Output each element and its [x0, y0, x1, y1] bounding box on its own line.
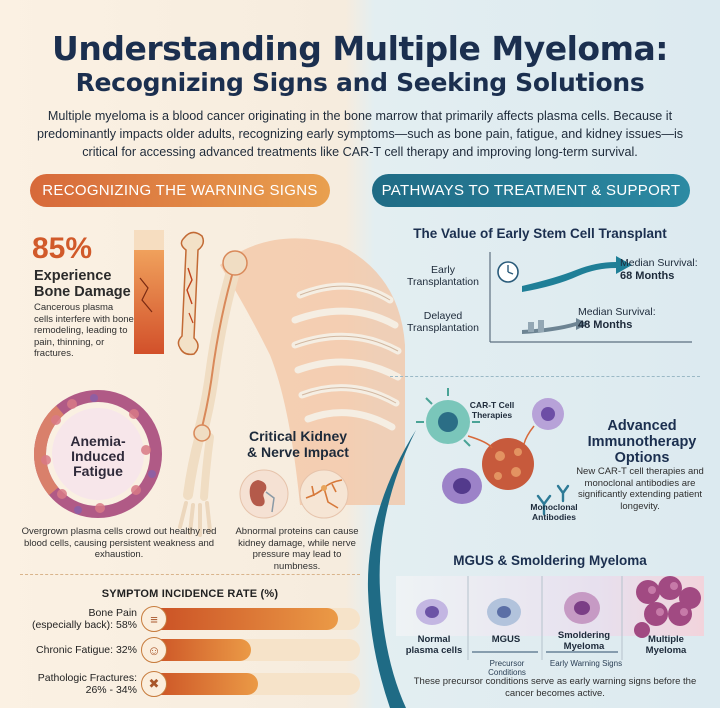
stage-multiple-myeloma: Multiple Myeloma [628, 634, 704, 656]
symptom-label-line-2: (especially back): 58% [31, 619, 137, 631]
title-line-2: Recognizing Signs and Seeking Solutions [75, 68, 645, 97]
anemia-label-line-1: Anemia- [70, 433, 126, 449]
immuno-title-line-2: Immunotherapy [587, 434, 697, 450]
mgus-title: MGUS & Smoldering Myeloma [453, 553, 647, 568]
stage-line-2: plasma cells [405, 645, 463, 656]
delayed-survival-value: 48 Months [578, 318, 633, 331]
stage-line-1: MGUS [491, 634, 521, 645]
delayed-survival: Median Survival: 48 Months [578, 306, 678, 331]
kidney-icon [239, 469, 289, 519]
stage-line-1: Smoldering [557, 630, 611, 641]
early-transplant-label: Early Transplantation [398, 264, 488, 288]
skeleton-arm-illustration [178, 238, 405, 537]
immuno-divider [390, 376, 700, 377]
stage-line-1: Multiple [648, 634, 684, 645]
early-survival-value: 68 Months [620, 269, 675, 282]
early-line-1: Early [431, 264, 455, 276]
symptom-label-line-2: 26% - 34% [85, 684, 137, 696]
immunotherapy-desc: New CAR-T cell therapies and monoclonal … [576, 466, 704, 512]
delayed-transplant-label: Delayed Transplantation [398, 310, 488, 334]
mab-label-line-1: Monoclonal [530, 502, 578, 512]
mgus-footer: These precursor conditions serve as earl… [413, 676, 697, 699]
symptom-label: Chronic Fatigue: 32% [36, 644, 137, 656]
stage-line-1: Normal [417, 634, 451, 645]
warning-signs-header: RECOGNIZING THE WARNING SIGNS [30, 174, 330, 207]
immuno-title-line-3: Options [614, 450, 670, 466]
intro-paragraph: Multiple myeloma is a blood cancer origi… [36, 109, 684, 159]
treatment-header: PATHWAYS TO TREATMENT & SUPPORT [372, 174, 690, 207]
symptom-label: Bone Pain (especially back): 58% [32, 607, 137, 631]
symptom-divider [20, 574, 360, 575]
cart-label-line-1: CAR-T Cell [469, 400, 515, 410]
early-line-2: Transplantation [407, 276, 479, 288]
kidney-nerve-title: Critical Kidney & Nerve Impact [238, 428, 358, 460]
stage-line-2: Myeloma [563, 641, 605, 652]
symptom-chart-heading: SYMPTOM INCIDENCE RATE (%) [101, 588, 279, 600]
anemia-label: Anemia- Induced Fatigue [54, 434, 142, 479]
symptom-label-line-1: Chronic Fatigue: 32% [36, 644, 137, 656]
precursor-label: Precursor Conditions [488, 659, 526, 677]
delayed-line-1: Delayed [423, 310, 463, 322]
symptom-bar-fill [144, 639, 252, 661]
bone-damage-title: Experience Bone Damage [34, 268, 131, 300]
anemia-desc: Overgrown plasma cells crowd out healthy… [21, 526, 217, 560]
bone-cross-section-icon [134, 230, 205, 356]
spine-icon: ≡ [141, 606, 167, 632]
immunotherapy-title: Advanced Immunotherapy Options [580, 418, 704, 466]
symptom-label-line-1: Pathologic Fractures: [37, 672, 137, 684]
symptom-bar-track [144, 639, 360, 661]
delayed-survival-label: Median Survival: [578, 306, 656, 318]
nerve-icon [299, 469, 349, 519]
symptom-row-bone-pain: Bone Pain (especially back): 58% ≡ [0, 606, 370, 633]
stem-cell-title: The Value of Early Stem Cell Transplant [413, 226, 667, 241]
mab-label: Monoclonal Antibodies [524, 502, 584, 522]
title-line-1: Understanding Multiple Myeloma: [52, 29, 668, 68]
fracture-icon: ✖ [141, 671, 167, 697]
anemia-ring-icon [34, 390, 162, 518]
bone-title-line-1: Experience [34, 268, 112, 284]
mgus-progression-graphic [396, 576, 704, 660]
stage-line-2: Myeloma [645, 645, 687, 656]
stage-normal: Normal plasma cells [398, 634, 470, 656]
bone-damage-stat: 85% [32, 232, 93, 265]
stage-smoldering: Smoldering Myeloma [546, 630, 622, 652]
teal-swoosh-decoration [367, 430, 416, 708]
stage-mgus: MGUS [470, 634, 542, 645]
symptom-label-line-1: Bone Pain [88, 607, 137, 619]
kidney-title-line-2: & Nerve Impact [247, 444, 349, 460]
bone-title-line-2: Bone Damage [34, 284, 131, 300]
warning-label: Early Warning Signs [549, 659, 623, 668]
early-survival: Median Survival: 68 Months [620, 257, 710, 282]
symptom-bar-track [144, 673, 360, 695]
symptom-bar-fill [144, 673, 258, 695]
symptom-row-fractures: Pathologic Fractures: 26% - 34% ✖ [0, 671, 370, 698]
delayed-line-2: Transplantation [407, 322, 479, 334]
anemia-label-line-2: Induced [71, 448, 125, 464]
fatigue-icon: ☺ [141, 637, 167, 663]
transplant-survival-graph [489, 252, 692, 343]
anemia-label-line-3: Fatigue [73, 463, 123, 479]
cart-label: CAR-T Cell Therapies [464, 400, 520, 420]
kidney-nerve-desc: Abnormal proteins can cause kidney damag… [235, 526, 359, 572]
symptom-bar-fill [144, 608, 339, 630]
kidney-title-line-1: Critical Kidney [248, 428, 348, 444]
page-title: Understanding Multiple Myeloma: Recogniz… [0, 30, 720, 99]
mab-label-line-2: Antibodies [532, 512, 576, 522]
immune-cells-illustration [416, 388, 570, 516]
symptom-row-fatigue: Chronic Fatigue: 32% ☺ [0, 637, 370, 664]
cart-label-line-2: Therapies [471, 410, 513, 420]
immuno-title-line-1: Advanced [607, 418, 677, 434]
early-survival-label: Median Survival: [620, 257, 698, 269]
symptom-bar-track [144, 608, 360, 630]
bone-damage-desc: Cancerous plasma cells interfere with bo… [34, 302, 134, 359]
symptom-label: Pathologic Fractures: 26% - 34% [38, 672, 137, 696]
